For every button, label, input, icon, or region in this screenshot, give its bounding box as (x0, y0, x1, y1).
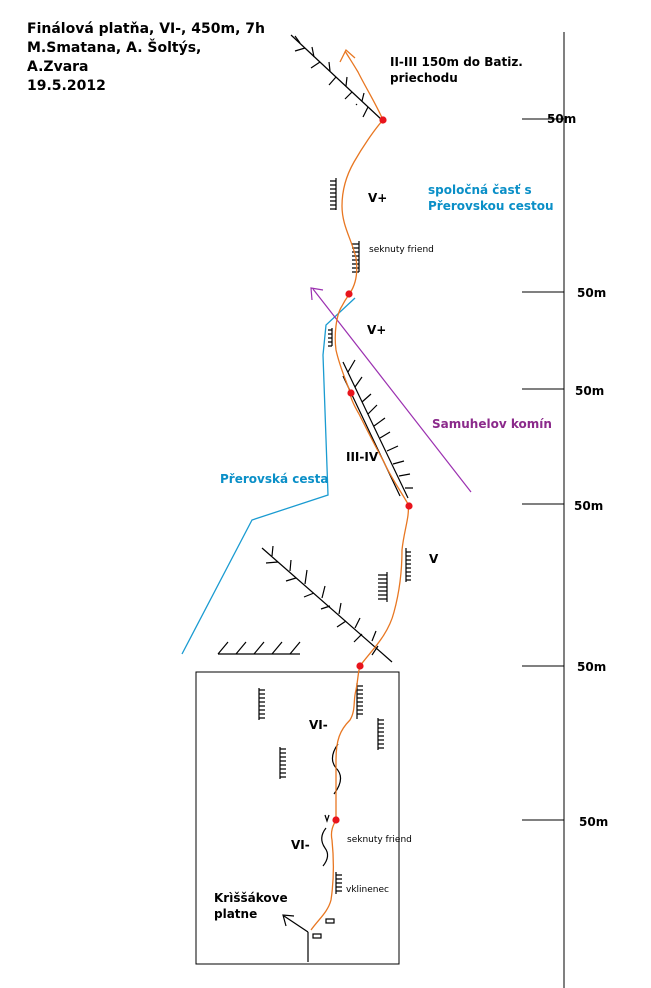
exit-arrow-icon (339, 48, 356, 63)
ledge-barbs (217, 641, 301, 655)
perovska-route-line (181, 297, 356, 655)
pitch-length-label: 50m (574, 499, 604, 513)
slabs-label-line: platne (214, 907, 258, 921)
ridge-feature (290, 34, 383, 121)
common-section-note: spoločná časť s Přerovskou cestou (428, 182, 554, 214)
slabs-section-box (195, 671, 400, 965)
crack-hatch (258, 688, 265, 720)
route-header: Finálová platňa, VI-, 450m, 7h M.Smatana… (27, 20, 265, 96)
route-title: Finálová platňa, VI-, 450m, 7h (27, 21, 265, 37)
belay-station (347, 389, 355, 397)
pitch-length-label: 50m (547, 112, 577, 126)
samuhel-arrow-icon (310, 287, 324, 301)
crack-hatch (330, 180, 336, 210)
grade-label: III-IV (346, 450, 379, 464)
slabs-label: Krìššákove platne (214, 890, 288, 922)
authors-line: M.Smatana, A. Šoltýs, (27, 40, 202, 56)
crack-hatch (377, 718, 384, 750)
belay-station (379, 116, 387, 124)
flake-feature (324, 814, 330, 823)
flake-feature (321, 827, 329, 867)
exit-note-line: II-III 150m do Batiz. (390, 55, 523, 69)
belays (332, 116, 413, 824)
route-date: 19.5.2012 (27, 78, 106, 94)
grade-label: V+ (368, 191, 388, 205)
ridge-feature (261, 547, 393, 663)
pitch-length-label: 50m (577, 660, 607, 674)
start-arrow-icon (282, 914, 295, 927)
belay-station (332, 816, 340, 824)
exit-note: II-III 150m do Batiz. priechodu (390, 54, 523, 86)
belay-station (405, 502, 413, 510)
chimney-feature (342, 361, 409, 499)
start-line (283, 915, 309, 933)
exit-note-line: priechodu (390, 71, 458, 85)
perovska-route-label: Přerovská cesta (220, 472, 329, 486)
crack-hatch (279, 747, 286, 779)
crack-hatch (335, 872, 342, 894)
common-note-line: spoločná časť s (428, 183, 532, 197)
belay-station (345, 290, 353, 298)
grade-label: V (429, 552, 439, 566)
ridge-barbs (294, 35, 369, 118)
scale-ticks (522, 118, 564, 821)
piton-feature (312, 933, 322, 939)
crack-hatch (405, 548, 411, 582)
common-note-line: Přerovskou cestou (428, 199, 554, 213)
stuck-friend-note: seknuty friend (369, 245, 434, 255)
piton-feature (325, 918, 335, 924)
ridge-barbs (265, 545, 379, 656)
route-line (310, 50, 410, 931)
pitch-length-label: 50m (575, 384, 605, 398)
samuhel-chimney-label: Samuhelov komín (432, 417, 552, 431)
grade-label: VI- (291, 838, 310, 852)
pitch-length-label: 50m (577, 286, 607, 300)
stuck-friend-note: seknuty friend (347, 835, 412, 845)
wedged-block-note: vklinenec (346, 885, 389, 895)
grade-label: VI- (309, 718, 328, 732)
slabs-label-line: Krìššákove (214, 891, 288, 905)
crack-hatch (378, 572, 388, 602)
grade-label: V+ (367, 323, 387, 337)
authors-line: A.Zvara (27, 59, 89, 75)
belay-station (356, 662, 364, 670)
samuhel-route-line (312, 288, 472, 493)
crack-hatch (328, 328, 333, 347)
crack-hatch (356, 683, 363, 719)
chimney-barbs (347, 359, 413, 489)
pitch-length-label: 50m (579, 815, 609, 829)
